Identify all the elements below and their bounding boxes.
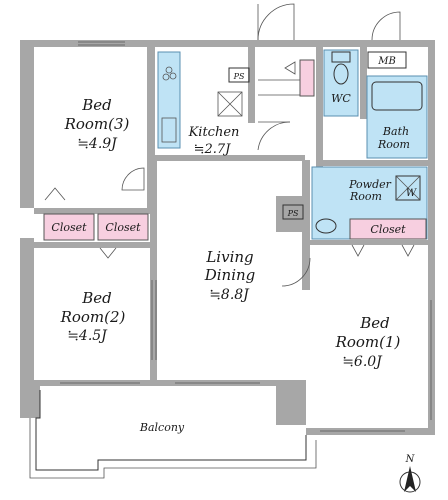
bath-label-line2: Room <box>377 138 410 151</box>
washer-spot <box>395 175 421 201</box>
kitchen-label: Kitchen <box>188 125 240 140</box>
room-living-dining: Living Dining ≒8.8J <box>151 248 311 384</box>
mb-box: MB <box>367 51 407 69</box>
closet-left-2-label: Closet <box>105 221 141 234</box>
walls <box>20 40 435 435</box>
room-bed-1: Bed Room(1) ≒6.0J <box>320 300 432 432</box>
room-bath: Bath Room <box>366 75 428 159</box>
balcony: Balcony <box>29 390 317 479</box>
kitchen-size: ≒2.7J <box>194 142 232 157</box>
ps-box-powder <box>282 204 304 220</box>
wc-label: WC <box>331 92 351 105</box>
kitchen-counter <box>157 51 181 149</box>
powder-label-line1: Powder <box>348 178 392 191</box>
bed3-size: ≒4.9J <box>77 136 118 152</box>
bed1-label-line2: Room(1) <box>335 333 401 351</box>
bed1-label-line1: Bed <box>359 314 390 332</box>
ps-kitchen-label: PS <box>233 72 245 81</box>
living-size: ≒8.8J <box>209 287 250 303</box>
entry-area <box>257 3 315 151</box>
bed1-size: ≒6.0J <box>342 354 383 370</box>
compass-icon: N <box>399 454 421 493</box>
wc-area <box>323 49 359 117</box>
room-bed-3: Bed Room(3) ≒4.9J <box>44 41 145 201</box>
closet-right <box>349 218 427 240</box>
ps-powder-label: PS <box>287 209 299 218</box>
mb-label: MB <box>377 56 396 67</box>
powder-label-line2: Room <box>349 190 382 203</box>
bed2-label-line2: Room(2) <box>60 308 126 326</box>
closet-left-1 <box>43 213 95 241</box>
closet-left-2 <box>97 213 149 241</box>
living-label-line1: Living <box>205 248 253 266</box>
closets: Closet Closet Closet <box>43 213 427 259</box>
shoe-cabinet <box>299 59 315 97</box>
balcony-label: Balcony <box>139 421 185 434</box>
room-powder: W Powder Room PS <box>282 166 428 240</box>
bed3-label-line1: Bed <box>81 96 112 114</box>
bath-label-line1: Bath <box>382 125 409 138</box>
living-label-line2: Dining <box>204 266 256 284</box>
room-wc: WC <box>323 11 401 117</box>
bed2-label-line1: Bed <box>81 289 112 307</box>
closet-left-1-label: Closet <box>51 221 87 234</box>
bed3-label-line2: Room(3) <box>64 115 130 133</box>
ps-box-kitchen <box>228 67 250 83</box>
washer-label: W <box>406 188 417 199</box>
compass-label: N <box>405 454 416 465</box>
room-kitchen: PS Kitchen ≒2.7J <box>157 51 250 157</box>
bed2-size: ≒4.5J <box>67 328 108 344</box>
closet-right-label: Closet <box>370 223 406 236</box>
room-bed-2: Bed Room(2) ≒4.5J <box>60 289 140 384</box>
bath-area <box>366 75 428 159</box>
